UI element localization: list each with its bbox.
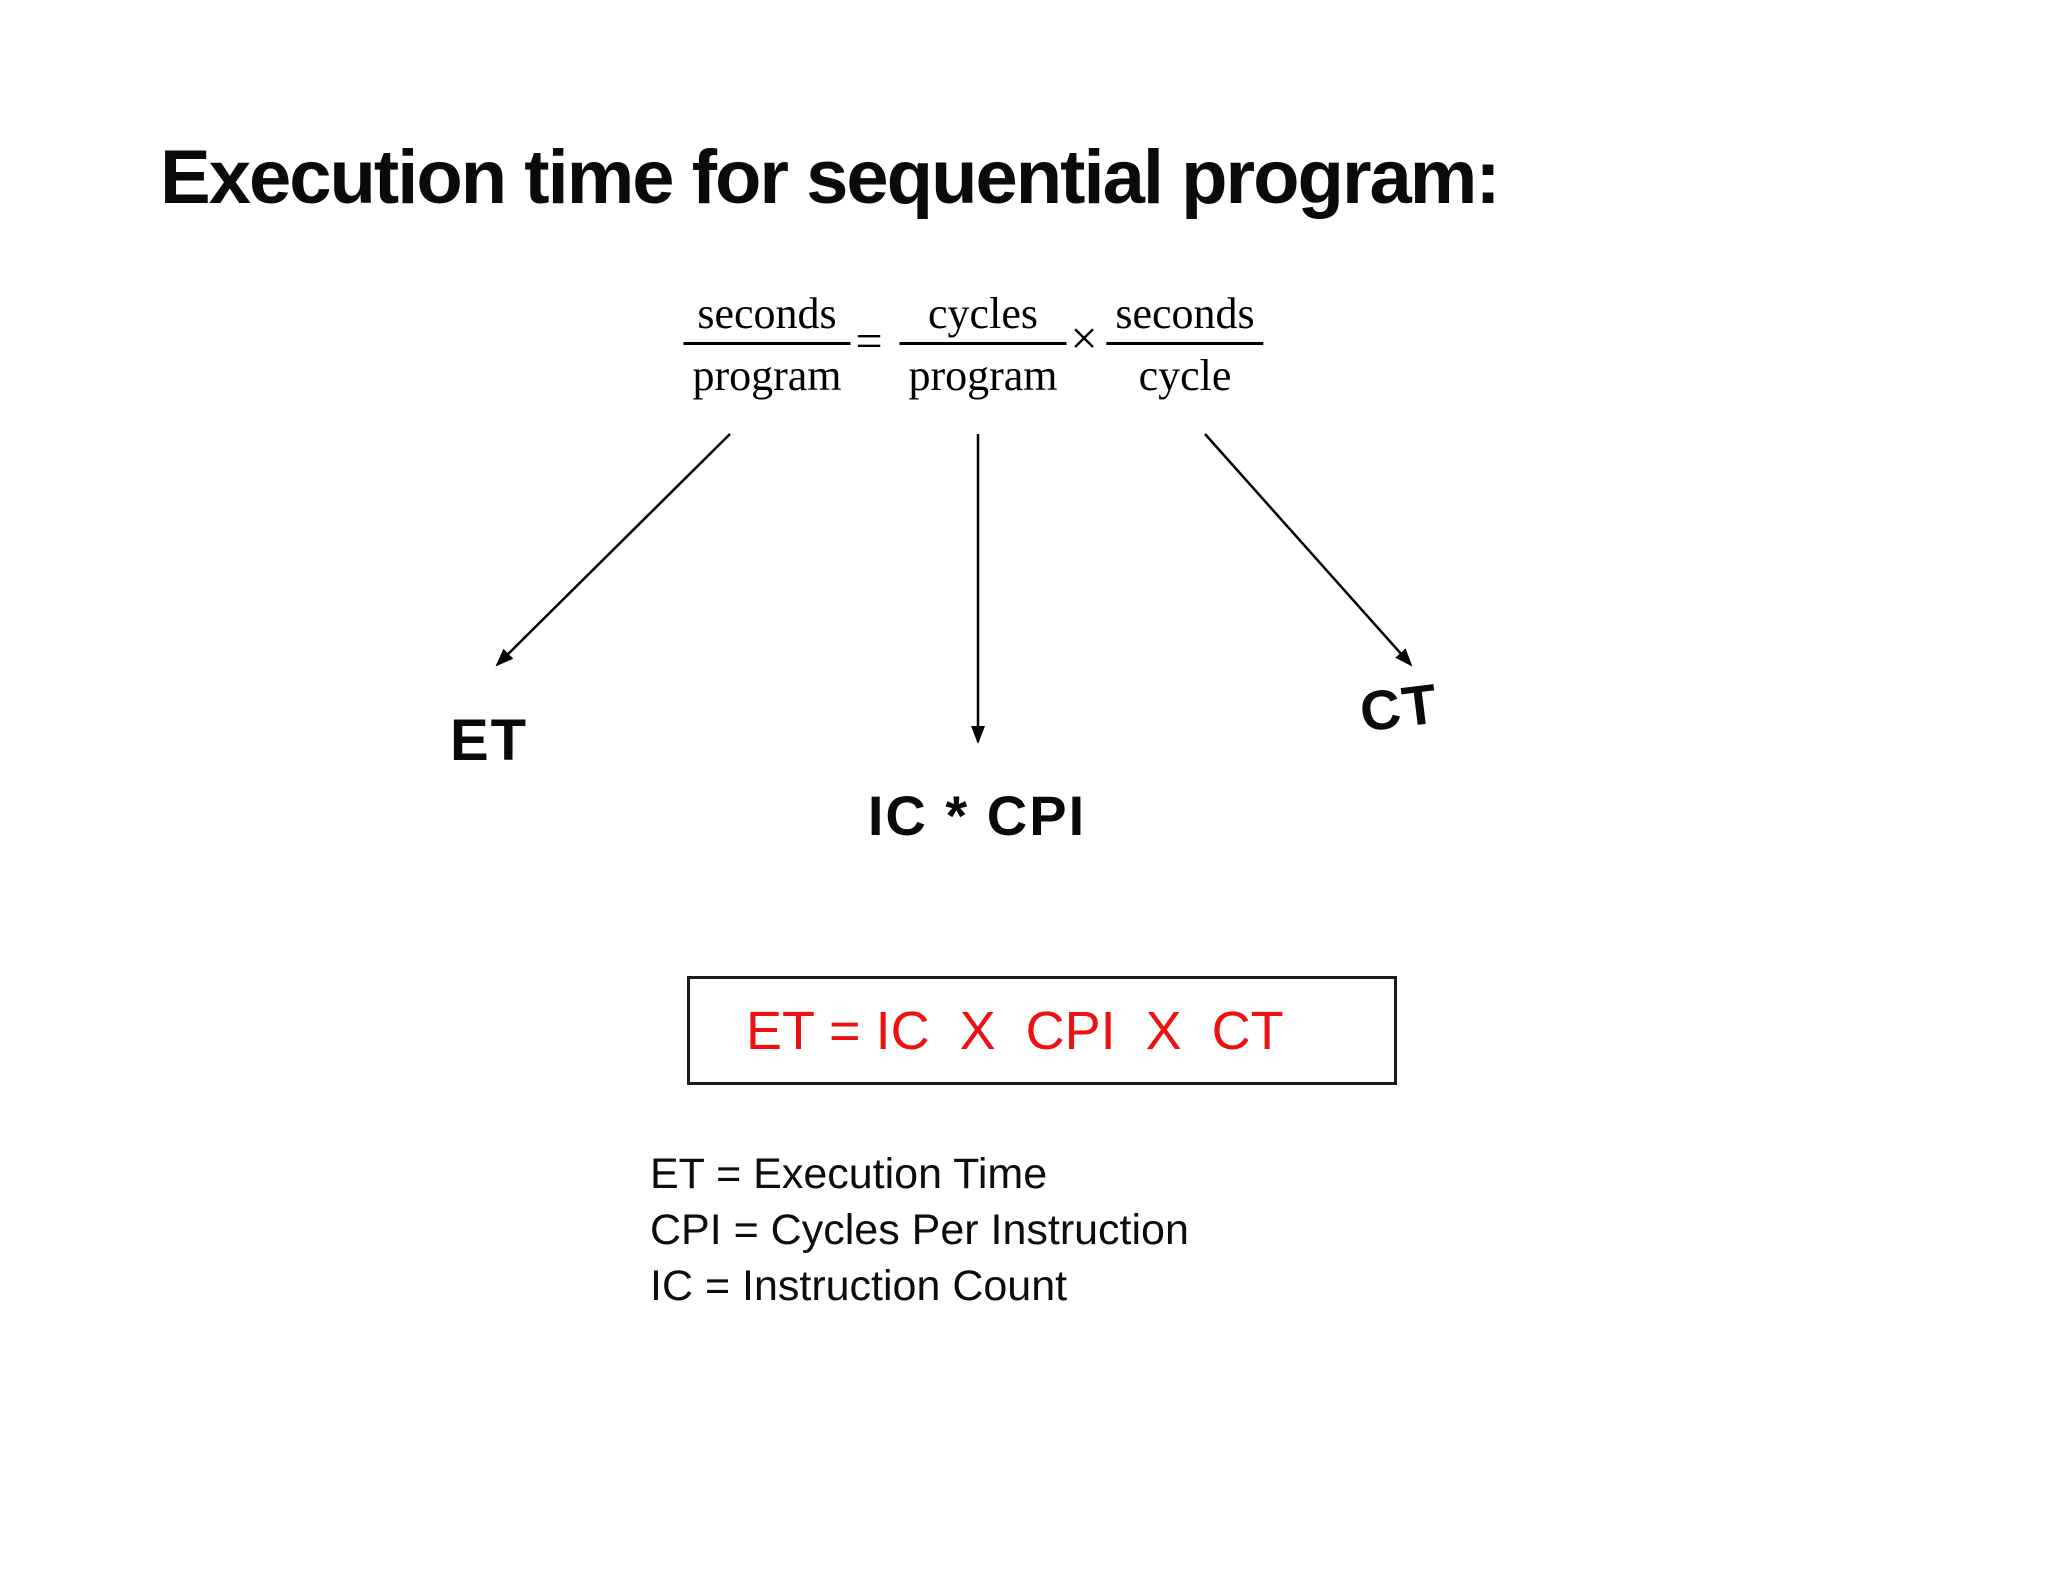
fraction-denominator: cycle [1138, 351, 1232, 401]
fraction-denominator: program [692, 351, 842, 401]
fraction-bar [1106, 342, 1264, 346]
multiply-sign: × [1070, 312, 1098, 365]
legend: ET = Execution Time CPI = Cycles Per Ins… [650, 1146, 1189, 1314]
fraction-denominator: program [908, 351, 1058, 401]
legend-line-cpi: CPI = Cycles Per Instruction [650, 1206, 1189, 1254]
fraction-bar [899, 342, 1067, 346]
equation-text: ET = IC X CPI X CT [746, 1000, 1284, 1061]
fraction-numerator: seconds [697, 289, 837, 338]
legend-line-ic: IC = Instruction Count [650, 1262, 1068, 1310]
label-ct: CT [1356, 671, 1443, 744]
fraction-numerator: seconds [1115, 289, 1255, 338]
label-ic-cpi: IC * CPI [867, 784, 1087, 847]
fraction-numerator: cycles [928, 289, 1038, 338]
equation-box: ET = IC X CPI X CT [687, 976, 1397, 1085]
label-et: ET [450, 708, 529, 773]
slide-title: Execution time for sequential program: [160, 135, 1501, 220]
equals-sign: = [855, 315, 883, 368]
down-left-arrow-icon [495, 433, 731, 667]
fraction-bar [683, 342, 851, 346]
fraction-cycles-per-program: cycles program [899, 289, 1067, 401]
fraction-seconds-per-cycle: seconds cycle [1106, 289, 1264, 401]
legend-line-et: ET = Execution Time [650, 1150, 1048, 1198]
down-right-arrow-icon [1204, 433, 1413, 667]
fraction-seconds-per-program: seconds program [683, 289, 851, 401]
